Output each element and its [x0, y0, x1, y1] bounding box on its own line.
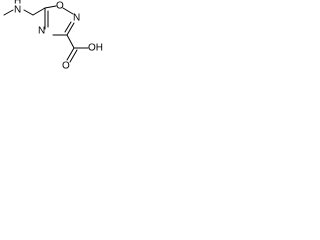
bond-ch2-ring — [32, 7, 46, 16]
chemical-structure: N H O N N O OH — [3, 0, 103, 72]
bond-ring-carboxyl — [66, 34, 75, 49]
bond-ring-o-n — [62, 7, 74, 15]
atom-label-h-amine: H — [14, 0, 21, 7]
bond-ring-n-c3-double — [66, 22, 75, 36]
atom-label-oh: OH — [88, 43, 103, 54]
bond-carbonyl-double — [66, 47, 75, 61]
atom-label-n-ring-lower: N — [38, 26, 45, 37]
bond-ring-c5-o — [44, 5, 57, 9]
bond-carbonyl-double-inner — [69, 49, 78, 63]
atom-label-n-ring-upper: N — [73, 13, 80, 24]
atom-label-o-carbonyl: O — [62, 61, 70, 72]
bond-ring-n-c3-double-inner — [64, 21, 72, 33]
atom-label-o-ring: O — [56, 1, 64, 12]
bond-n-ch2 — [23, 9, 34, 16]
bond-methyl-n — [3, 9, 14, 16]
atom-label-n-methyl: N — [14, 5, 21, 16]
